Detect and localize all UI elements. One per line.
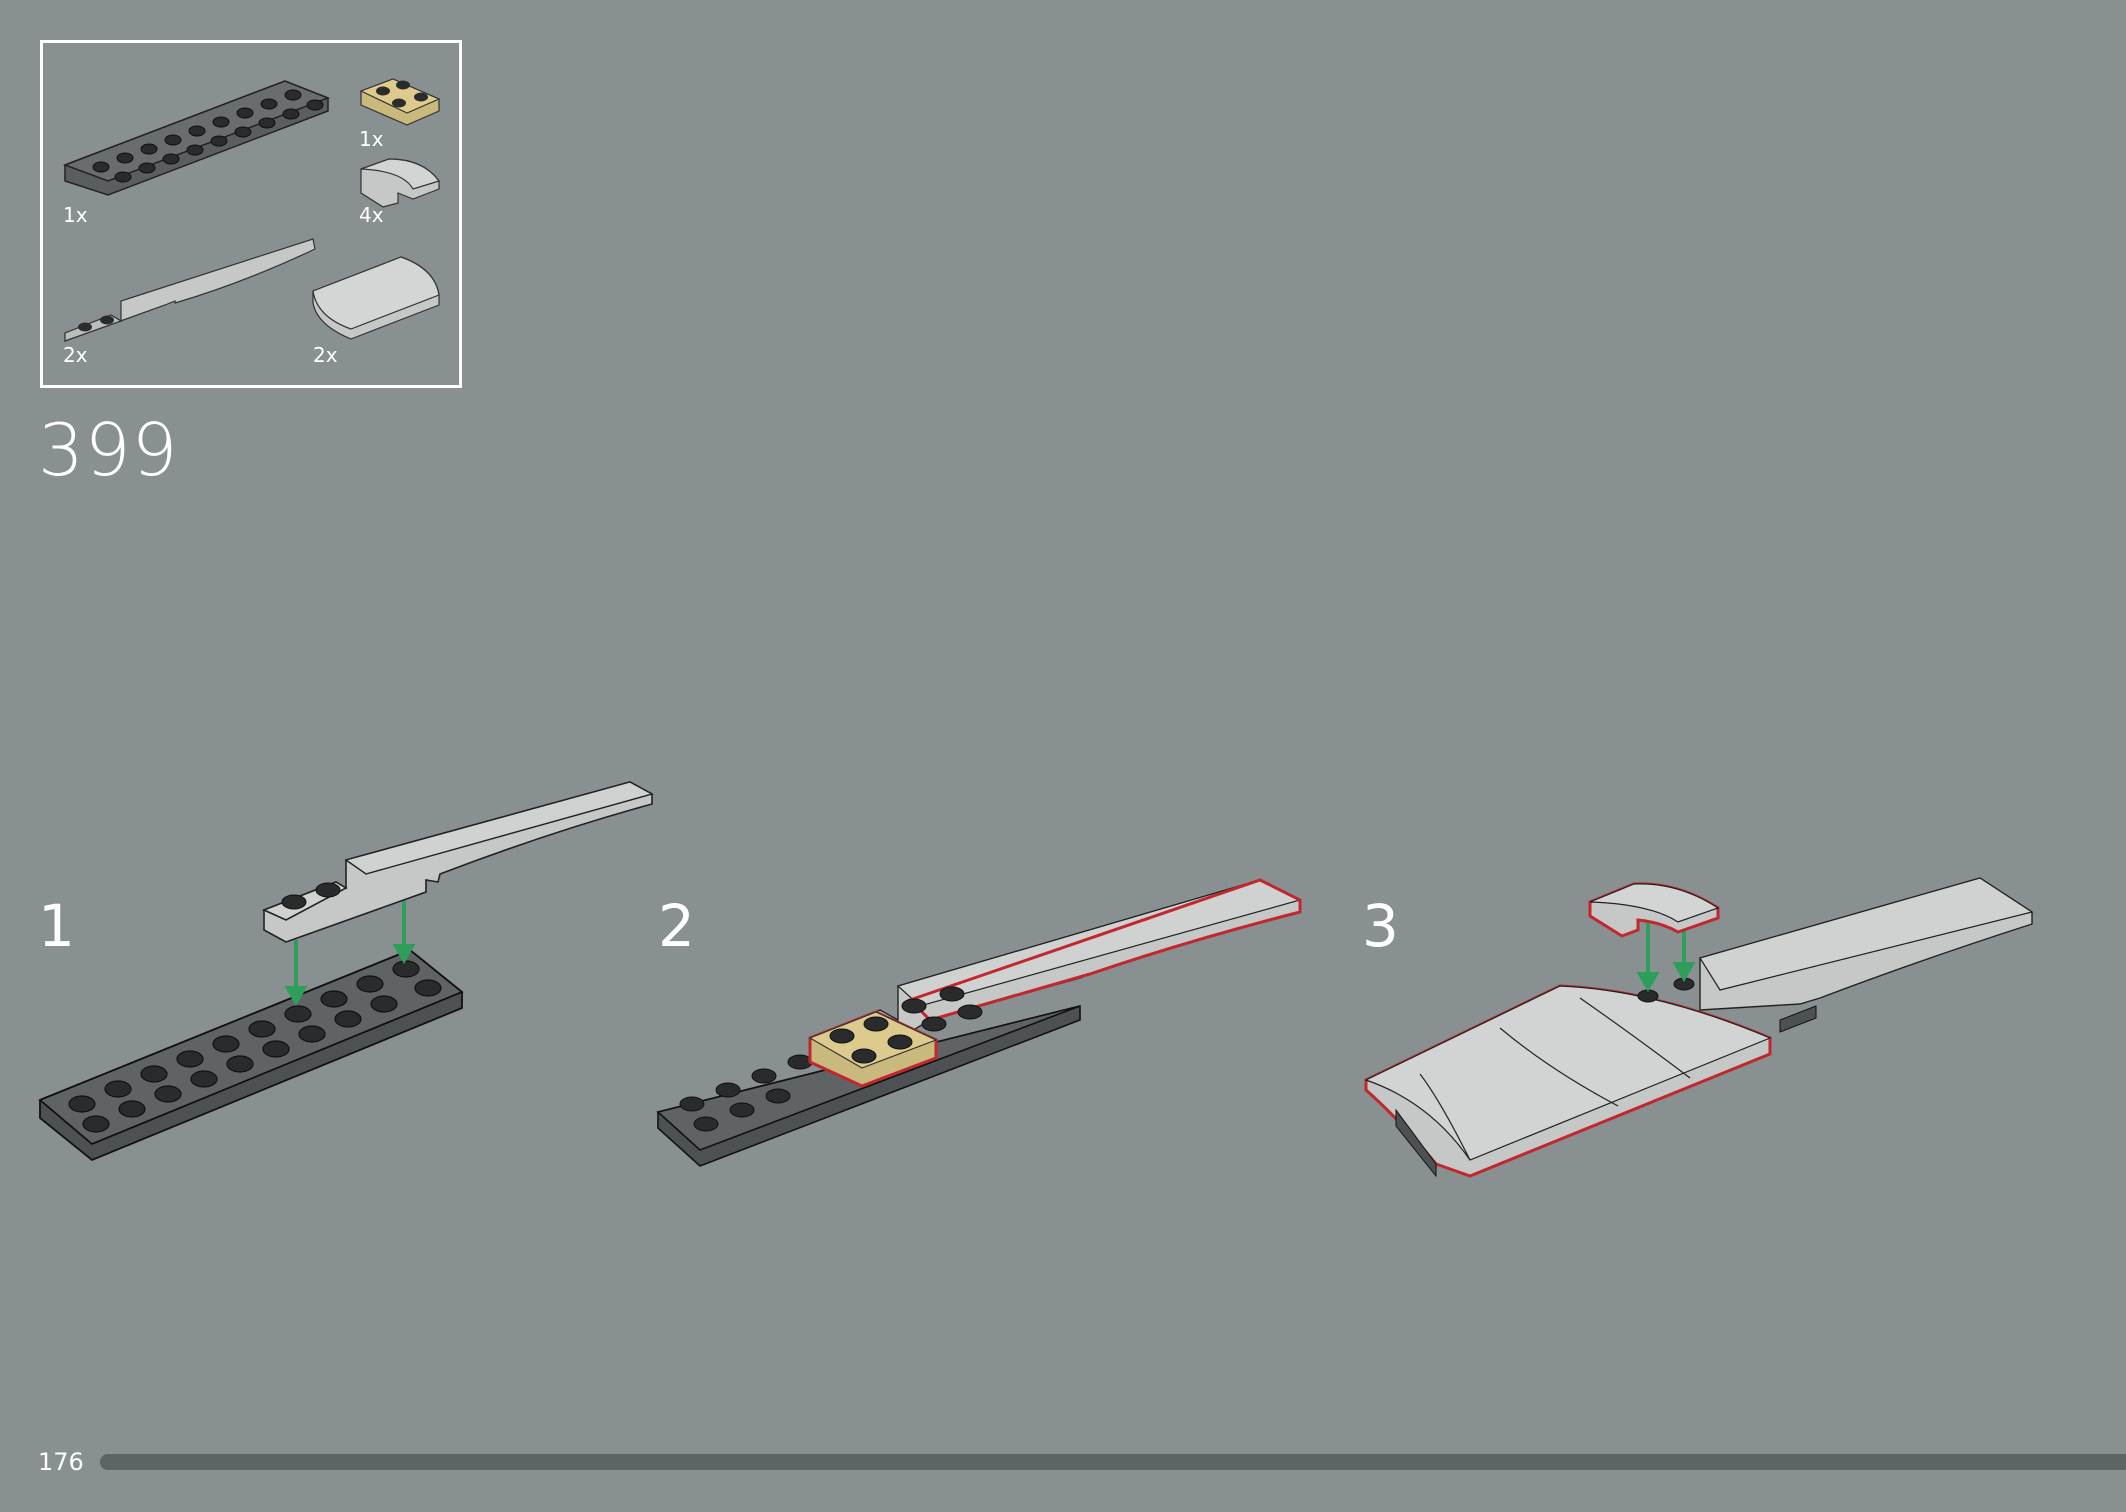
substep-label-3: 3 <box>1362 892 1399 960</box>
substep-1-illustration <box>38 781 654 1162</box>
progress-bar-fill <box>100 1454 2126 1470</box>
tan-plate-part-icon <box>359 78 441 126</box>
qty-curved-slope-2x4: 2x <box>313 343 338 367</box>
curved-slope-2x4-part-icon <box>312 256 440 340</box>
dark-plate-part-icon <box>62 80 331 196</box>
substep-label-1: 1 <box>38 892 75 960</box>
parts-list-box: 1x 1x 4x 2x 2x <box>40 40 462 388</box>
progress-bar <box>100 1454 2126 1470</box>
substep-3-illustration <box>1364 877 2034 1178</box>
parts-illustrations <box>62 78 441 342</box>
qty-tan-plate: 1x <box>359 127 384 151</box>
qty-wedge-plate: 2x <box>63 343 88 367</box>
step-number: 399 <box>38 408 179 492</box>
substep-label-2: 2 <box>658 892 695 960</box>
curved-wedge-part-icon <box>64 238 316 342</box>
curved-slope-part-icon <box>360 158 440 208</box>
page-number: 176 <box>38 1448 84 1476</box>
qty-curved-slope: 4x <box>359 203 384 227</box>
substep-2-illustration <box>656 878 1302 1167</box>
qty-dark-plate: 1x <box>63 203 88 227</box>
